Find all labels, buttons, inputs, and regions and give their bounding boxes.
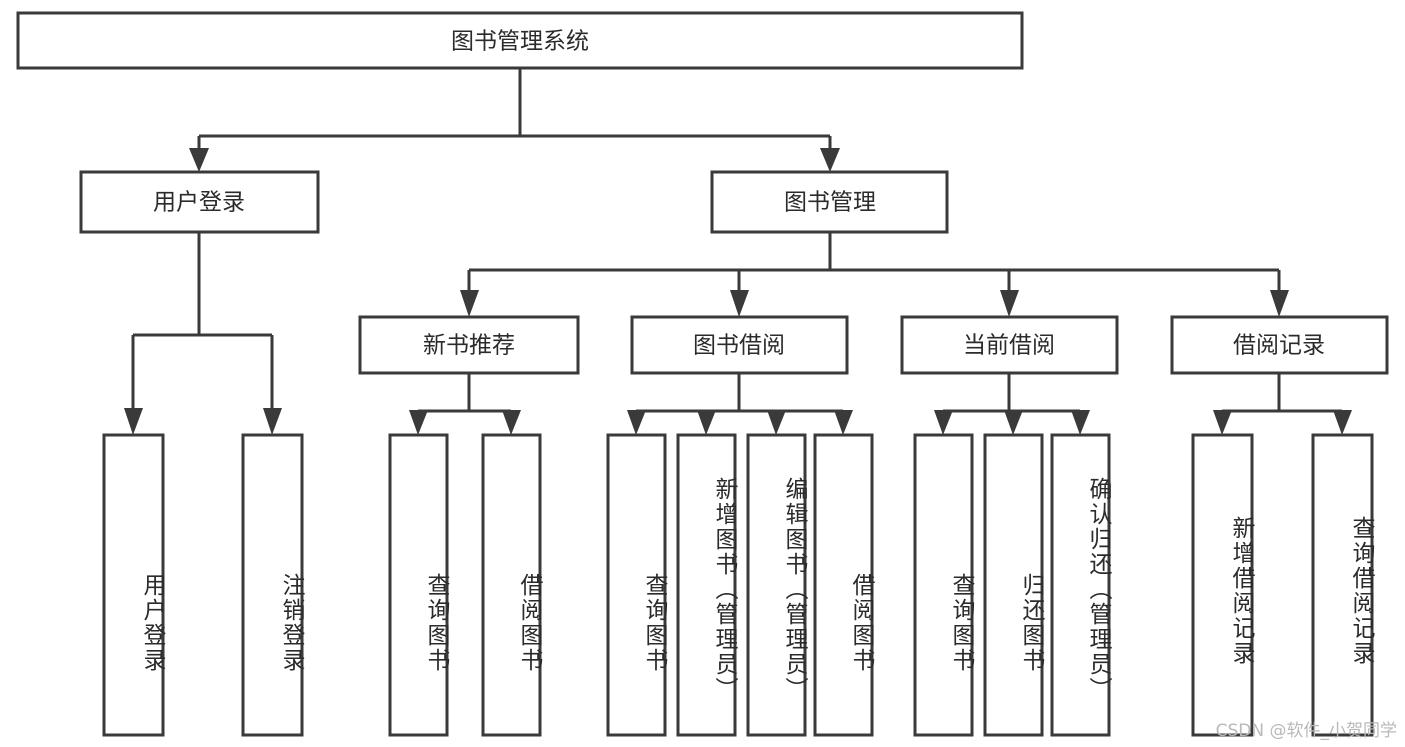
node-book-borrow-rect[interactable]	[630, 315, 849, 375]
connector-group-book-borrow	[627, 373, 853, 435]
node-user-login-label: 用户登录	[153, 190, 245, 216]
node-root-system[interactable]: 图书管理系统	[16, 11, 1024, 70]
node-new-book-recommend[interactable]: 新书推荐	[358, 315, 580, 375]
arrow-head-leaf-bb-1	[627, 410, 646, 435]
connector-group-root	[189, 68, 840, 172]
leaf-bb-3-rect[interactable]	[746, 433, 807, 737]
leaf-bb-2-rect[interactable]	[676, 433, 737, 737]
arrow-head-book-borrow	[730, 290, 749, 317]
watermark-text: CSDN @软件_小贺同学	[1215, 721, 1397, 741]
connector-group-borrow-record	[1213, 373, 1352, 435]
node-root-system-rect[interactable]	[16, 11, 1024, 70]
node-user-login-rect[interactable]	[79, 170, 320, 234]
leaf-cb-3-rect[interactable]	[1050, 433, 1111, 737]
leaf-user-login-1-rect[interactable]	[102, 433, 165, 737]
arrow-head-leaf-cb-3	[1071, 410, 1090, 435]
arrow-head-leaf-bb-3	[767, 410, 786, 435]
node-borrow-record-rect[interactable]	[1170, 315, 1389, 375]
arrow-head-leaf-nbr-1	[409, 410, 428, 435]
connector-group-user-login	[124, 232, 282, 435]
connector-group-book-manage	[460, 232, 1289, 317]
node-borrow-record[interactable]: 借阅记录	[1170, 315, 1389, 375]
node-new-book-recommend-rect[interactable]	[358, 315, 580, 375]
node-current-borrow-rect[interactable]	[900, 315, 1119, 375]
leaf-nbr-2-rect[interactable]	[481, 433, 542, 737]
node-borrow-record-label: 借阅记录	[1233, 333, 1325, 359]
arrow-head-leaf-user-login-1	[124, 408, 143, 435]
node-root-system-label: 图书管理系统	[451, 29, 589, 55]
leaf-cb-1-rect[interactable]	[913, 433, 974, 737]
arrow-head-leaf-cb-2	[1004, 410, 1023, 435]
leaf-nbr-1-rect[interactable]	[388, 433, 449, 737]
node-book-manage-label: 图书管理	[784, 190, 876, 216]
leaf-br-2-rect[interactable]	[1311, 433, 1374, 737]
arrow-head-leaf-bb-2	[697, 410, 716, 435]
node-current-borrow-label: 当前借阅	[963, 333, 1055, 359]
node-new-book-recommend-label: 新书推荐	[423, 333, 515, 359]
leaf-bb-1-rect[interactable]	[606, 433, 667, 737]
arrow-head-user-login	[189, 148, 209, 172]
leaf-br-1-rect[interactable]	[1191, 433, 1254, 737]
leaf-bb-4-rect[interactable]	[813, 433, 874, 737]
node-book-borrow-label: 图书借阅	[693, 333, 785, 359]
arrow-head-leaf-cb-1	[934, 410, 953, 435]
arrow-head-leaf-user-login-2	[263, 408, 282, 435]
leaf-user-login-2-rect[interactable]	[241, 433, 304, 737]
node-book-manage[interactable]: 图书管理	[710, 170, 949, 234]
node-user-login[interactable]: 用户登录	[79, 170, 320, 234]
arrow-head-leaf-nbr-2	[502, 410, 521, 435]
arrow-head-borrow-record	[1270, 290, 1289, 317]
leaf-cb-2-rect[interactable]	[983, 433, 1044, 737]
node-current-borrow[interactable]: 当前借阅	[900, 315, 1119, 375]
connector-group-new-book-recommend	[409, 373, 521, 435]
arrow-head-current-borrow	[1000, 290, 1019, 317]
arrow-head-leaf-br-2	[1333, 410, 1352, 435]
node-book-manage-rect[interactable]	[710, 170, 949, 234]
arrow-head-book-manage	[820, 148, 840, 172]
connector-group-current-borrow	[934, 373, 1090, 435]
arrow-head-leaf-bb-4	[834, 410, 853, 435]
arrow-head-new-book-recommend	[460, 290, 479, 317]
node-book-borrow[interactable]: 图书借阅	[630, 315, 849, 375]
arrow-head-leaf-br-1	[1213, 410, 1232, 435]
